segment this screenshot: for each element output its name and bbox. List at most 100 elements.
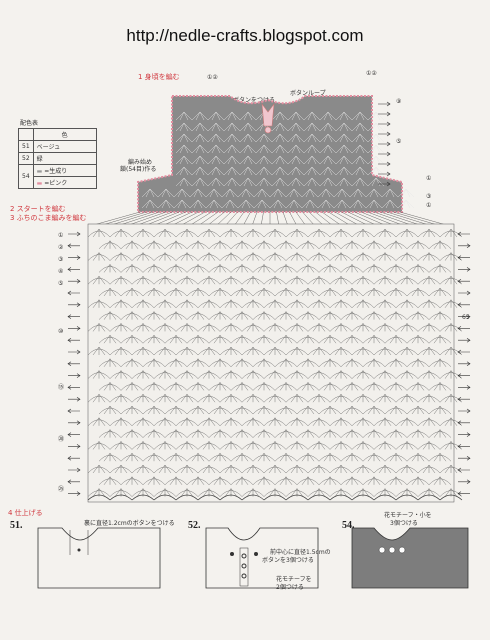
shell-stitch: [197, 299, 221, 308]
yoke-fan: [253, 199, 271, 209]
yoke-fan: [255, 133, 273, 143]
yoke-row-arrow: [378, 131, 391, 137]
knit-start-note: 編み始め: [128, 159, 153, 166]
shell-stitch: [318, 287, 342, 297]
yoke-fan: [285, 199, 303, 209]
shell-stitch: [395, 228, 419, 238]
shell-stitch: [428, 453, 452, 462]
shell-stitch: [241, 441, 265, 450]
shell-stitch: [241, 276, 265, 285]
yoke-fan: [335, 144, 353, 154]
shell-stitch: [439, 228, 463, 238]
shell-stitch: [340, 429, 364, 438]
shell-stitch: [395, 488, 419, 497]
shell-stitch: [395, 299, 419, 308]
shell-stitch: [98, 476, 122, 485]
hem-scallop: [87, 494, 111, 501]
shell-stitch: [307, 464, 331, 474]
hem-scallop: [373, 494, 397, 501]
shell-stitch: [318, 453, 342, 462]
shell-stitch: [98, 240, 122, 249]
shell-stitch: [109, 370, 133, 379]
shell-stitch: [384, 453, 408, 462]
shell-stitch: [428, 382, 452, 391]
yoke-fan: [397, 199, 415, 209]
shell-stitch: [329, 464, 353, 474]
shell-stitch: [131, 346, 155, 356]
yoke-fan: [303, 144, 321, 154]
shell-stitch: [329, 370, 353, 379]
connector-line: [224, 211, 238, 227]
yoke-fan: [271, 133, 289, 143]
shell-stitch: [362, 264, 386, 273]
connector-line: [170, 211, 199, 227]
shell-stitch: [230, 287, 254, 297]
shell-stitch: [208, 476, 232, 485]
shell-stitch: [87, 228, 111, 238]
yoke-fan: [269, 188, 287, 198]
shell-stitch: [241, 346, 265, 356]
yoke-row-arrow: [378, 111, 391, 117]
shell-stitch: [142, 240, 166, 249]
shell-stitch: [230, 429, 254, 438]
shell-stitch: [98, 382, 122, 391]
shell-stitch: [384, 311, 408, 320]
row-arrow: [457, 373, 470, 378]
connector-line: [289, 211, 298, 227]
yoke-fan: [335, 133, 353, 143]
yoke-fan: [207, 177, 225, 187]
shell-stitch: [109, 417, 133, 426]
shell-stitch: [395, 346, 419, 356]
shell-stitch: [142, 335, 166, 344]
shell-stitch: [296, 240, 320, 249]
shell-stitch: [263, 417, 287, 426]
shell-stitch: [274, 311, 298, 320]
blog-url[interactable]: http://nedle-crafts.blogspot.com: [126, 26, 364, 45]
connector-line: [89, 211, 141, 227]
shell-stitch: [274, 429, 298, 438]
shell-stitch: [439, 276, 463, 285]
shell-stitch: [373, 346, 397, 356]
yoke-fan: [207, 144, 225, 154]
shell-stitch: [285, 252, 309, 261]
legend-title: 配色表: [20, 120, 39, 127]
yoke-fan: [223, 155, 241, 165]
yoke-fan: [351, 122, 369, 132]
shell-stitch: [395, 370, 419, 379]
connector-line: [251, 211, 258, 227]
shell-stitch: [285, 394, 309, 403]
shell-stitch: [241, 228, 265, 238]
shell-stitch: [120, 453, 144, 462]
row-arrow: [68, 349, 81, 355]
yoke-fan: [335, 155, 353, 165]
shell-stitch: [252, 311, 276, 320]
shell-stitch: [175, 252, 199, 261]
shell-stitch: [285, 299, 309, 308]
shell-stitch: [406, 429, 430, 438]
shell-stitch: [186, 335, 210, 344]
shell-stitch: [252, 453, 276, 462]
shell-stitch: [373, 252, 397, 261]
hem-scallop: [241, 494, 265, 501]
shell-stitch: [274, 240, 298, 249]
shell-stitch: [87, 394, 111, 403]
button-attach-note: ボタンをつける: [233, 97, 276, 104]
row-arrow: [458, 361, 471, 367]
hem-scallop: [109, 494, 133, 501]
yoke-row-arrow: [378, 181, 391, 187]
figure-51-number: 51.: [10, 520, 23, 531]
yoke-fan: [351, 133, 369, 143]
figure-52-note: 前中心に直径1.5cmの: [270, 549, 331, 556]
connector-line: [197, 211, 219, 227]
shell-stitch: [142, 405, 166, 415]
row-arrow: [67, 385, 80, 390]
yoke-fan: [269, 199, 287, 209]
shell-stitch: [175, 323, 199, 332]
yoke-fan: [223, 133, 241, 143]
figure-54-drawing: [351, 527, 469, 589]
yoke-fan: [191, 144, 209, 154]
shell-stitch: [252, 287, 276, 297]
hem-scallop: [153, 494, 177, 501]
shell-stitch: [417, 394, 441, 403]
